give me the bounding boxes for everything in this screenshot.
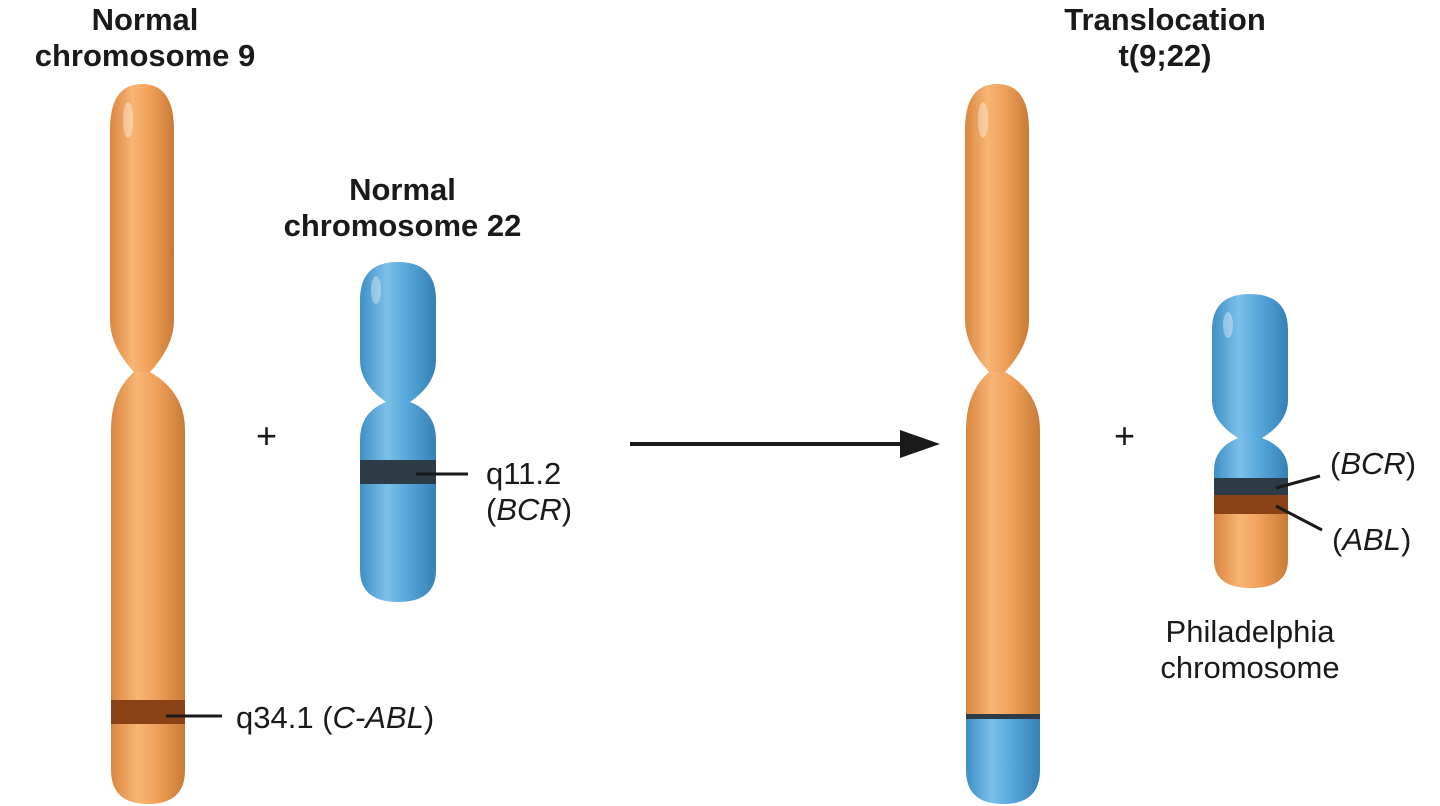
chr9-q-arm bbox=[111, 372, 185, 804]
translocation-arrow bbox=[630, 430, 940, 458]
ph-q-arm-orange bbox=[1214, 514, 1288, 588]
der9-q-arm bbox=[966, 372, 1040, 716]
chromosome-22-normal bbox=[360, 262, 436, 602]
der9-blue-tip bbox=[966, 716, 1040, 804]
chr22-q-arm bbox=[360, 402, 436, 602]
title-chr22: Normal chromosome 22 bbox=[245, 172, 560, 244]
label-q11: q11.2 (BCR) bbox=[486, 456, 572, 528]
ph-abl-band bbox=[1214, 495, 1288, 514]
title-translocation-line1: Translocation bbox=[1064, 2, 1266, 37]
chr22-p-arm bbox=[360, 262, 436, 402]
arrowhead-icon bbox=[900, 430, 940, 458]
plus-sign-right: + bbox=[1114, 415, 1136, 456]
title-chr22-line2: chromosome 22 bbox=[283, 208, 522, 243]
chromosome-9-translocated bbox=[965, 84, 1040, 804]
chr22-q11-band bbox=[360, 460, 436, 484]
title-chr22-line1: Normal bbox=[349, 172, 456, 207]
title-chr9-line1: Normal bbox=[91, 2, 199, 37]
caption-philadelphia: Philadelphia chromosome bbox=[1130, 614, 1370, 686]
philadelphia-chromosome bbox=[1212, 294, 1288, 588]
caption-philadelphia-line1: Philadelphia bbox=[1165, 614, 1335, 649]
caption-philadelphia-line2: chromosome bbox=[1160, 650, 1340, 685]
plus-sign-left: + bbox=[256, 415, 278, 456]
ph-p-arm bbox=[1212, 294, 1288, 438]
label-q34: q34.1 (C-ABL) bbox=[236, 700, 435, 735]
der9-p-arm bbox=[965, 84, 1029, 372]
abl-leader-line bbox=[1275, 504, 1323, 532]
bcr-leader-line bbox=[1275, 474, 1321, 490]
label-q11-line2: (BCR) bbox=[486, 492, 573, 527]
title-translocation: Translocation t(9;22) bbox=[1020, 2, 1310, 74]
title-chr9: Normal chromosome 9 bbox=[0, 2, 290, 74]
chr9-q34-band bbox=[111, 700, 185, 724]
chr9-p-arm bbox=[110, 84, 174, 372]
ph-bcr-band bbox=[1214, 478, 1288, 495]
label-abl: (ABL) bbox=[1332, 522, 1412, 557]
label-q11-line1: q11.2 bbox=[486, 456, 562, 491]
ph-q-arm-blue bbox=[1214, 438, 1288, 478]
title-chr9-line2: chromosome 9 bbox=[34, 38, 256, 73]
title-translocation-line2: t(9;22) bbox=[1118, 38, 1212, 73]
chromosome-9-normal bbox=[110, 84, 185, 804]
label-bcr: (BCR) bbox=[1330, 446, 1417, 481]
